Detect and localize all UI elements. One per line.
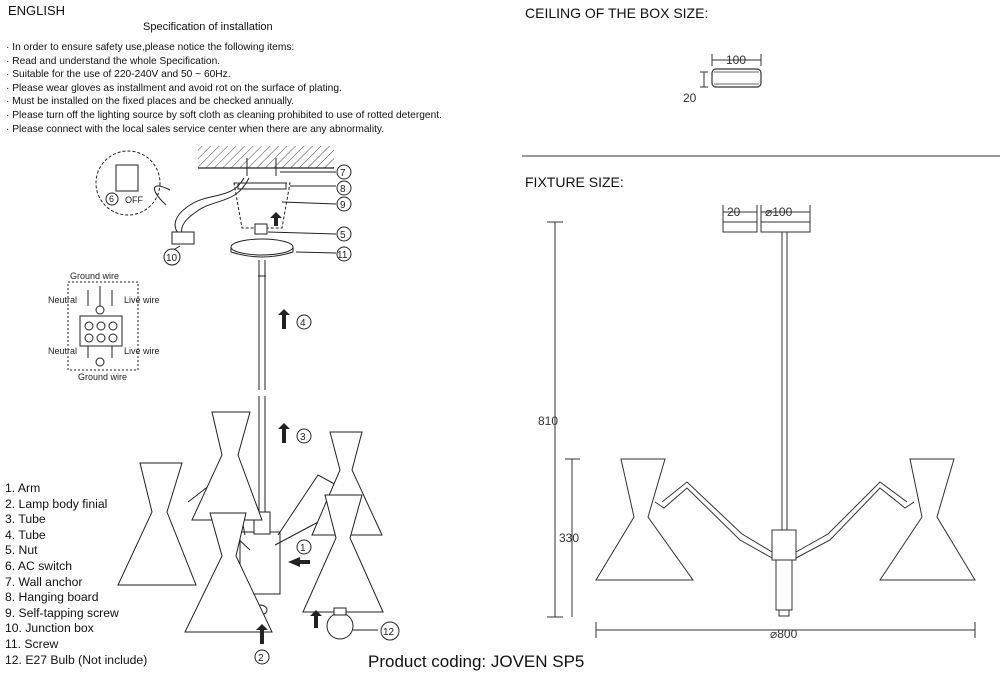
- part-item: 3. Tube: [5, 512, 46, 527]
- language-label: ENGLISH: [8, 3, 66, 18]
- notice-item: Please connect with the local sales serv…: [6, 123, 442, 137]
- callout-8: 8: [340, 184, 346, 195]
- product-coding: Product coding: JOVEN SP5: [368, 652, 585, 671]
- neutral-label: Neutral: [48, 295, 77, 305]
- ground-wire-label: Ground wire: [70, 271, 119, 281]
- rotate-arrow-icon: [256, 624, 268, 644]
- box-size-drawing: [700, 54, 762, 88]
- switch-off-label: OFF: [125, 195, 143, 205]
- callout-5: 5: [340, 230, 346, 241]
- callout-1: 1: [300, 543, 306, 554]
- safety-notices: In order to ensure safety use,please not…: [6, 41, 442, 136]
- box-size-heading: CEILING OF THE BOX SIZE:: [525, 5, 709, 21]
- part-item: 11. Screw: [5, 636, 59, 651]
- installation-drawing: [115, 158, 384, 640]
- rotate-arrow-icon: [270, 212, 282, 226]
- part-item: 10. Junction box: [5, 621, 94, 636]
- box-height-label: 20: [683, 91, 697, 105]
- part-item: 5. Nut: [5, 543, 38, 558]
- part-item: 7. Wall anchor: [5, 574, 83, 589]
- callout-9: 9: [340, 200, 346, 211]
- spec-title: Specification of installation: [143, 21, 273, 33]
- notice-item: Read and understand the whole Specificat…: [6, 55, 442, 69]
- notice-item: In order to ensure safety use,please not…: [6, 41, 442, 55]
- callout-7: 7: [340, 168, 346, 179]
- rotate-arrow-icon: [278, 423, 290, 443]
- part-item: 2. Lamp body finial: [5, 496, 108, 511]
- callout-3: 3: [300, 432, 306, 443]
- canopy-height-label: 20: [727, 205, 741, 219]
- notice-item: Suitable for the use of 220-240V and 50 …: [6, 68, 442, 82]
- part-item: 9. Self-tapping screw: [5, 605, 119, 620]
- neutral-label: Neutral: [48, 346, 77, 356]
- live-wire-label: Live wire: [124, 346, 160, 356]
- part-item: 6. AC switch: [5, 558, 73, 573]
- total-width-label: ⌀800: [770, 627, 798, 641]
- fixture-size-heading: FIXTURE SIZE:: [525, 174, 624, 190]
- rotate-arrow-icon: [310, 610, 322, 628]
- rotation-arrows: [256, 212, 322, 644]
- parts-list: 1. Arm 2. Lamp body finial 3. Tube 4. Tu…: [5, 481, 147, 668]
- fixture-size-drawing: [547, 205, 976, 638]
- callout-4: 4: [300, 318, 306, 329]
- callouts: [105, 164, 400, 665]
- callout-10: 10: [166, 253, 178, 264]
- part-item: 1. Arm: [5, 481, 41, 495]
- callout-2: 2: [258, 653, 264, 664]
- ac-switch-circle: [95, 150, 161, 216]
- ground-wire-label: Ground wire: [78, 372, 127, 382]
- callout-11: 11: [337, 250, 348, 261]
- terminal-block: [67, 281, 139, 371]
- body-height-label: 330: [559, 531, 579, 545]
- rotate-arrow-icon: [278, 309, 290, 329]
- notice-item: Please turn off the lighting source by s…: [6, 109, 442, 123]
- box-width-label: 100: [726, 53, 746, 67]
- part-item: 8. Hanging board: [5, 590, 99, 605]
- ceiling-hatch: [198, 146, 334, 168]
- callout-6: 6: [109, 194, 114, 204]
- part-item: 4. Tube: [5, 527, 46, 542]
- live-wire-label: Live wire: [124, 295, 160, 305]
- notice-item: Please wear gloves as installment and av…: [6, 82, 442, 96]
- part-item: 12. E27 Bulb (Not include): [5, 652, 148, 667]
- canopy-diameter-label: ⌀100: [765, 205, 793, 219]
- total-height-label: 810: [538, 414, 558, 428]
- insert-arrow-icon: [288, 557, 310, 567]
- callout-12: 12: [383, 627, 395, 638]
- notice-item: Must be installed on the fixed places an…: [6, 95, 442, 109]
